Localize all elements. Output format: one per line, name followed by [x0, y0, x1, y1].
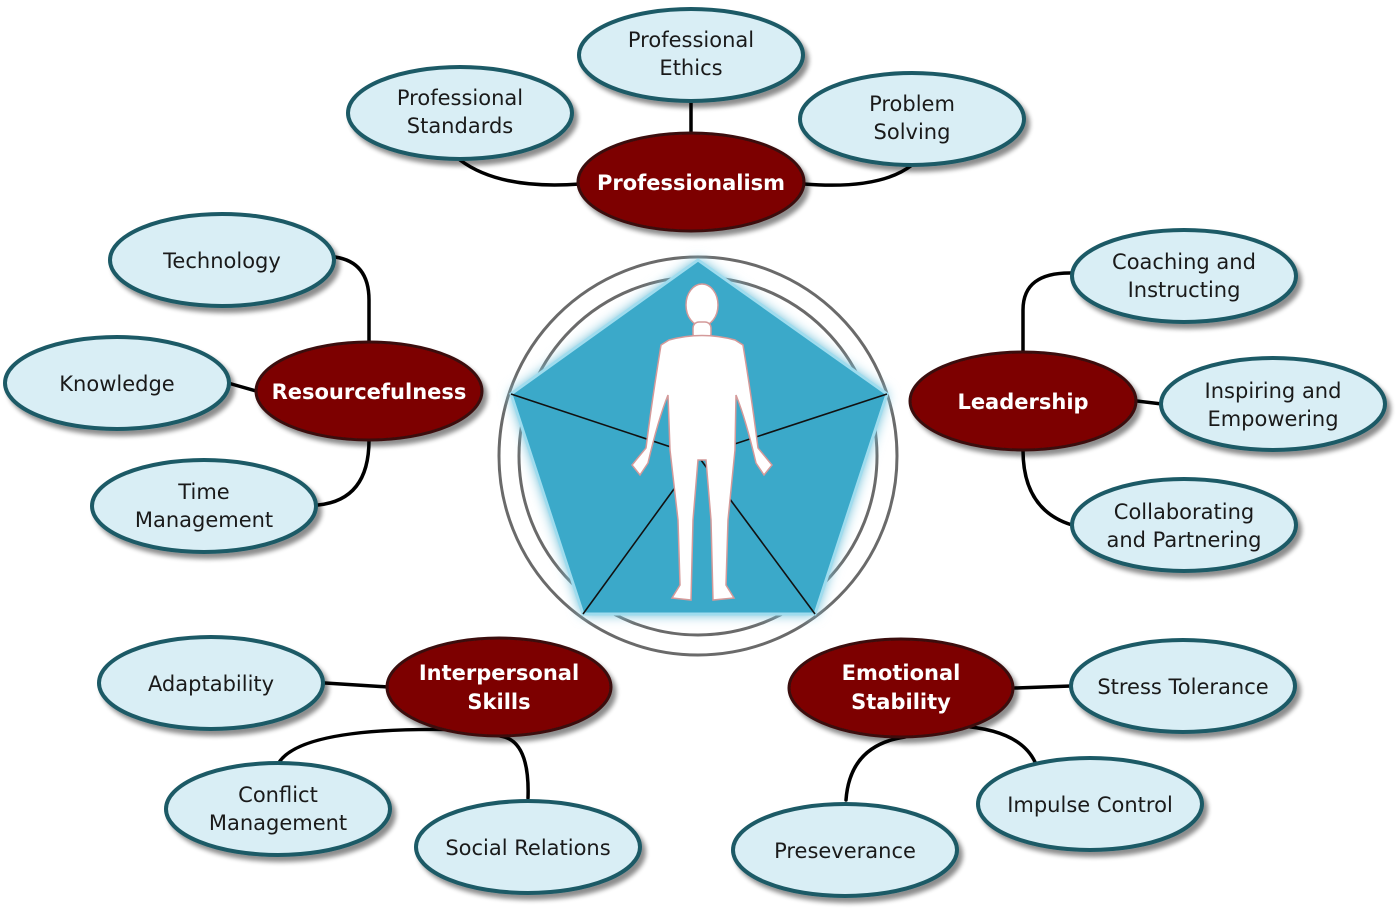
core-emotional-label-line2: Stability [851, 690, 951, 714]
sub-time-management-line2: Management [135, 508, 273, 532]
sub-coaching-line1: Coaching and [1112, 250, 1256, 274]
core-professionalism-label: Professionalism [597, 171, 785, 195]
sub-coaching-line2: Instructing [1128, 278, 1241, 302]
sub-coaching-instructing: Coaching and Instructing [1070, 228, 1298, 324]
core-professionalism: Professionalism [576, 131, 806, 233]
sub-professional-standards-line2: Standards [407, 114, 513, 138]
sub-collaborating-line2: and Partnering [1107, 528, 1262, 552]
core-leadership: Leadership [908, 350, 1138, 452]
sub-stress-tolerance: Stress Tolerance [1069, 638, 1297, 734]
sub-problem-solving-line1: Problem [869, 92, 955, 116]
sub-time-management-line1: Time [177, 480, 229, 504]
core-emotional-stability: Emotional Stability [787, 637, 1015, 739]
sub-inspiring-line2: Empowering [1207, 407, 1338, 431]
core-resourcefulness-label: Resourcefulness [272, 380, 467, 404]
outer-ring [497, 255, 899, 657]
sub-technology: Technology [108, 212, 336, 308]
human-figure-icon [631, 283, 773, 601]
core-interpersonal-label-line1: Interpersonal [419, 661, 579, 685]
sub-conflict-line2: Management [209, 811, 347, 835]
sub-impulse-label: Impulse Control [1007, 793, 1173, 817]
sub-problem-solving-line2: Solving [874, 120, 951, 144]
sub-social-label: Social Relations [445, 836, 610, 860]
central-emblem [497, 255, 899, 657]
sub-collaborating-line1: Collaborating [1114, 500, 1254, 524]
sub-time-management: Time Management [90, 458, 318, 554]
sub-knowledge-label: Knowledge [59, 372, 174, 396]
sub-inspiring-empowering: Inspiring and Empowering [1159, 356, 1387, 452]
core-resourcefulness: Resourcefulness [254, 340, 484, 442]
sub-inspiring-line1: Inspiring and [1205, 379, 1342, 403]
sub-social-relations: Social Relations [414, 799, 642, 895]
connectors [226, 100, 1164, 802]
sub-collaborating-partnering: Collaborating and Partnering [1070, 477, 1298, 573]
sub-professional-standards-line1: Professional [397, 86, 523, 110]
sub-adaptability-label: Adaptability [148, 672, 274, 696]
sub-professional-standards: Professional Standards [346, 65, 574, 161]
sub-professional-ethics-line1: Professional [628, 28, 754, 52]
core-leadership-label: Leadership [957, 390, 1088, 414]
sub-impulse-control: Impulse Control [976, 756, 1204, 852]
core-interpersonal-label-line2: Skills [467, 690, 530, 714]
sub-conflict-line1: Conflict [238, 783, 318, 807]
sub-conflict-management: Conflict Management [164, 761, 392, 857]
sub-technology-label: Technology [162, 249, 281, 273]
sub-problem-solving: Problem Solving [798, 71, 1026, 167]
sub-knowledge: Knowledge [3, 335, 231, 431]
sub-professional-ethics-line2: Ethics [659, 56, 722, 80]
sub-stress-label: Stress Tolerance [1097, 675, 1268, 699]
sub-adaptability: Adaptability [97, 635, 325, 731]
sub-professional-ethics: Professional Ethics [577, 7, 805, 103]
sub-preseverance: Preseverance [731, 802, 959, 898]
core-emotional-label-line1: Emotional [842, 661, 961, 685]
core-interpersonal-skills: Interpersonal Skills [385, 636, 613, 738]
sub-preseverance-label: Preseverance [774, 839, 916, 863]
